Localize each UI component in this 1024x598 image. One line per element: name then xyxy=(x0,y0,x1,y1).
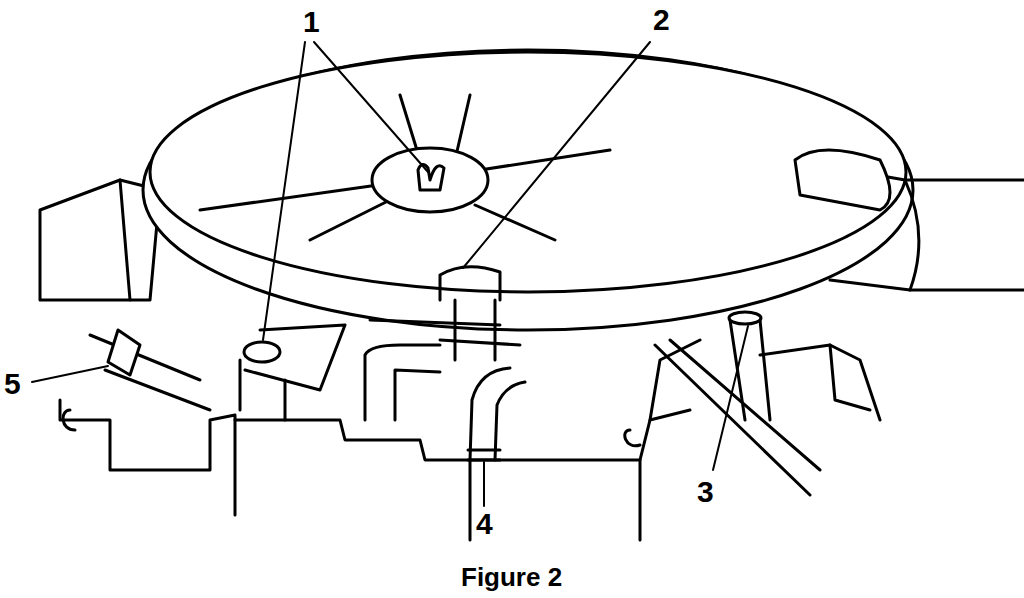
callout-number: 4 xyxy=(476,509,493,539)
callout-number: 2 xyxy=(653,5,670,35)
callout-number: 3 xyxy=(697,477,714,507)
callout-number: 1 xyxy=(303,7,320,37)
callout-number: 5 xyxy=(4,369,21,399)
figure-caption: Figure 2 xyxy=(461,564,562,590)
